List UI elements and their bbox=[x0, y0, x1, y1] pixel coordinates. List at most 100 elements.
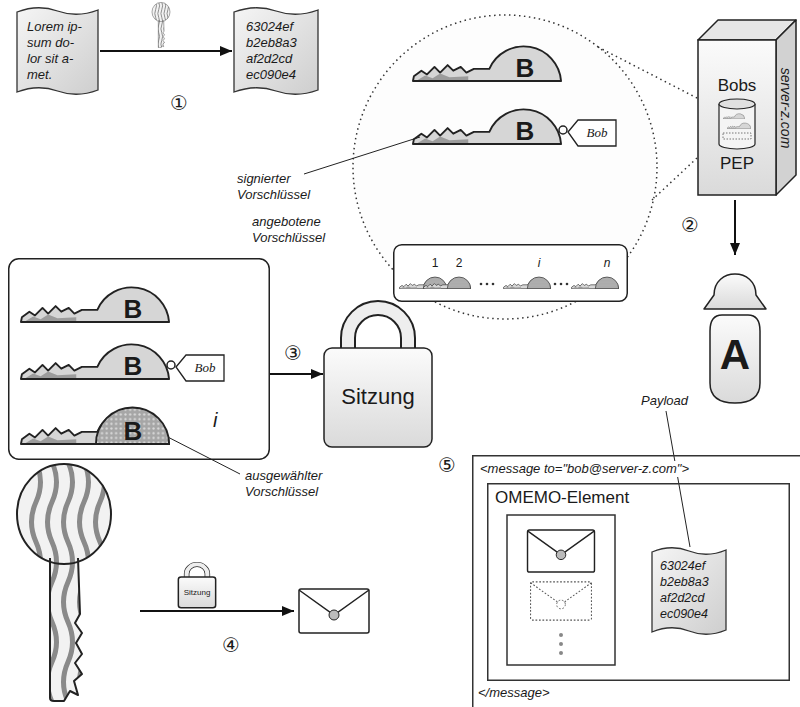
session-lock-small-outline-part bbox=[178, 577, 215, 608]
prekey-box-outline-part bbox=[492, 283, 495, 286]
key-bundle-box-outline-part bbox=[21, 287, 169, 322]
omemo-element-box-outline-part bbox=[559, 642, 563, 646]
flow-arrow bbox=[270, 373, 323, 375]
xml-tag: </message> bbox=[478, 685, 550, 701]
signed-prekey-part bbox=[413, 109, 561, 144]
session-lock-outline-part bbox=[324, 348, 432, 447]
annotation: signierter Vorschlüssel bbox=[237, 171, 337, 203]
group-label: angebotene Vorschlüssel bbox=[252, 214, 362, 246]
callout-number: ④ bbox=[222, 634, 240, 656]
server-box: BobsPEPserver-z.com bbox=[690, 8, 798, 200]
omemo-element-box-outline-part bbox=[507, 515, 615, 665]
prekey-box: angebotene Vorschlüssel12in bbox=[393, 244, 628, 302]
plaintext: Lorem ip- sum do- lor sit a- met. bbox=[27, 19, 89, 83]
annotation: ausgewählter Vorschlüssel bbox=[245, 468, 345, 500]
payload-document: 63024ef b2eb8a3 af2d2cd ec090e4 bbox=[650, 545, 728, 637]
prekey-box-outline-part bbox=[394, 245, 628, 302]
session-lock-small-outline-part bbox=[187, 564, 208, 578]
prekey-box-outline bbox=[393, 244, 628, 302]
prekey-box-outline-part bbox=[571, 278, 618, 289]
lock-label: Sitzung bbox=[327, 384, 429, 410]
key-bundle-box-outline-part bbox=[96, 407, 169, 444]
flow-arrow bbox=[100, 50, 232, 52]
session-lock-outline-part bbox=[348, 308, 408, 352]
magnifier-circle-part bbox=[353, 15, 657, 319]
callout-number: ② bbox=[681, 214, 699, 236]
key-letter: B bbox=[118, 353, 148, 379]
identity-key bbox=[413, 46, 561, 81]
key-letter: B bbox=[118, 418, 148, 444]
omemo-element-box-outline bbox=[487, 483, 790, 681]
server-box-outline-part bbox=[698, 40, 776, 195]
signature-tag: Bob bbox=[578, 125, 616, 141]
leader-line bbox=[304, 137, 420, 174]
signature-tag: Bob bbox=[186, 360, 224, 376]
session-lock-outline bbox=[323, 300, 433, 448]
plaintext-document-outline-part bbox=[17, 8, 98, 95]
server-title: Bobs bbox=[698, 76, 776, 96]
encryption-key-icon bbox=[151, 2, 170, 48]
ciphertext-document-outline-part bbox=[234, 8, 318, 95]
index-number: 2 bbox=[454, 256, 464, 270]
server-box-outline-part bbox=[723, 133, 751, 139]
flow-arrow bbox=[734, 200, 736, 255]
person-figure-outline-part bbox=[704, 274, 766, 309]
callout-number: ③ bbox=[284, 342, 302, 364]
magnifier-circle-part bbox=[598, 47, 697, 98]
payload-document-outline-part bbox=[652, 548, 726, 635]
ciphertext: 63024ef b2eb8a3 af2d2cd ec090e4 bbox=[246, 19, 306, 83]
prekey-box-outline-part bbox=[447, 277, 470, 289]
session-lock: Sitzung bbox=[323, 300, 433, 448]
server-box-outline-part bbox=[776, 20, 796, 195]
key-bundle-box-outline-part bbox=[176, 355, 224, 381]
omemo-element-box-outline-part bbox=[531, 582, 592, 620]
ciphertext-document: 63024ef b2eb8a3 af2d2cd ec090e4 bbox=[232, 5, 320, 97]
omemo-element-box-outline-part bbox=[528, 530, 595, 572]
index-number: i bbox=[534, 256, 544, 270]
prekey-box-outline-part bbox=[595, 277, 618, 289]
signed-prekey-part bbox=[568, 120, 616, 146]
magnifier-circle bbox=[353, 15, 697, 319]
message-frame-outline-part bbox=[473, 456, 800, 707]
index-number: n bbox=[602, 256, 612, 270]
prekey-box-outline-part bbox=[480, 283, 483, 286]
person-figure-outline-part bbox=[710, 315, 760, 403]
prekey-box-outline-part bbox=[423, 278, 470, 289]
leader-line bbox=[666, 411, 690, 547]
prekey-box-outline-part bbox=[560, 283, 563, 286]
annotation: Payload bbox=[641, 393, 688, 409]
key-bundle-box-outline-part bbox=[21, 344, 169, 379]
encrypt-arrow bbox=[140, 610, 294, 612]
signed-prekey bbox=[413, 109, 616, 146]
identity-key-part bbox=[413, 46, 561, 81]
prekey-box-outline-part bbox=[527, 277, 550, 289]
envelope-icon bbox=[299, 589, 369, 633]
message-key bbox=[14, 462, 114, 702]
server-box-outline-part bbox=[727, 123, 751, 129]
key-bundle-box-outline-part bbox=[167, 361, 175, 369]
omemo-element-box-outline-part bbox=[559, 633, 563, 637]
plaintext-document: Lorem ip- sum do- lor sit a- met. bbox=[15, 5, 100, 97]
session-lock-small-outline-part bbox=[187, 564, 208, 578]
person-figure-outline bbox=[698, 255, 772, 405]
ciphertext: 63024ef b2eb8a3 af2d2cd ec090e4 bbox=[660, 558, 720, 622]
session-lock-small-outline bbox=[178, 562, 216, 608]
person-letter: A bbox=[710, 333, 760, 377]
magnifier-circle-part bbox=[652, 158, 697, 200]
callout-number: ⑤ bbox=[438, 454, 456, 476]
prekey-box-outline-part bbox=[554, 283, 557, 286]
index-letter: i bbox=[213, 408, 229, 432]
session-lock-outline-part bbox=[348, 308, 408, 352]
message-frame: <message to="bob@server-z.com"></message… bbox=[472, 455, 800, 707]
lock-label: Sitzung bbox=[179, 588, 215, 598]
leader-line bbox=[158, 432, 240, 474]
key-letter: B bbox=[510, 55, 540, 81]
server-box-outline-part bbox=[723, 114, 745, 119]
person-figure: A bbox=[698, 255, 772, 405]
prekey-box-outline-part bbox=[486, 283, 489, 286]
store-name: PEP bbox=[698, 154, 776, 174]
key-bundle-box-outline-part bbox=[9, 259, 270, 460]
callout-number: ① bbox=[170, 92, 188, 114]
session-lock-small: Sitzung bbox=[178, 562, 216, 608]
